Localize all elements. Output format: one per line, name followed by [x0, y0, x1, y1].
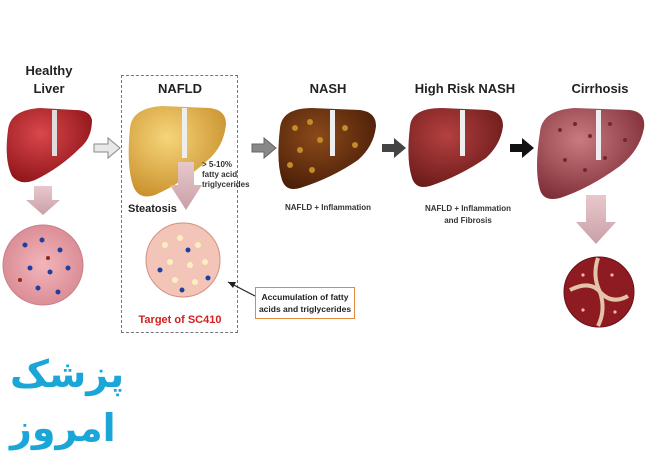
- cirrhosis-liver-icon: [537, 108, 645, 199]
- target-label: Target of SC410: [138, 314, 222, 326]
- down-arrow-nafld-icon: [170, 162, 202, 210]
- stage-label-cirrhosis: Cirrhosis: [571, 81, 629, 96]
- healthy-tissue-icon: [2, 224, 84, 306]
- nash-description: NAFLD + Inflammation: [285, 203, 372, 212]
- diagram-root: Healthy Liver NAFLD NASH High Risk NASH …: [2, 63, 645, 450]
- diagram-graphics: [2, 106, 645, 328]
- arrow-high-risk-to-cirrhosis-icon: [510, 138, 534, 158]
- stage-label-high-risk-nash: High Risk NASH: [414, 81, 516, 96]
- nafld-liver-icon: [128, 106, 226, 197]
- fatty-percentage-note: > 5-10% fatty acid triglycerides: [202, 160, 250, 189]
- high-risk-liver-icon: [408, 108, 503, 187]
- cirrhosis-tissue-icon: [563, 256, 635, 328]
- brand-logo: پزشک امروز: [10, 352, 125, 450]
- stage-label-healthy: Healthy Liver: [25, 63, 73, 96]
- down-arrow-cirrhosis-icon: [576, 195, 616, 244]
- arrow-healthy-to-nafld-icon: [93, 136, 121, 160]
- healthy-liver-icon: [6, 108, 93, 183]
- steatosis-label: Steatosis: [128, 203, 177, 215]
- down-arrow-healthy-icon: [26, 186, 60, 215]
- nash-liver-icon: [278, 108, 376, 189]
- nafld-highlight-box: [121, 75, 238, 333]
- stage-label-nafld: NAFLD: [157, 81, 203, 96]
- nafld-tissue-icon: [145, 222, 221, 298]
- stage-label-nash: NASH: [309, 81, 347, 96]
- arrow-nafld-to-nash-icon: [251, 136, 277, 160]
- high-risk-description: NAFLD + Inflammation and Fibrosis: [424, 204, 511, 225]
- arrow-nash-to-high-risk-icon: [382, 138, 406, 158]
- accumulation-callout: Accumulation of fatty acids and triglyce…: [255, 287, 355, 319]
